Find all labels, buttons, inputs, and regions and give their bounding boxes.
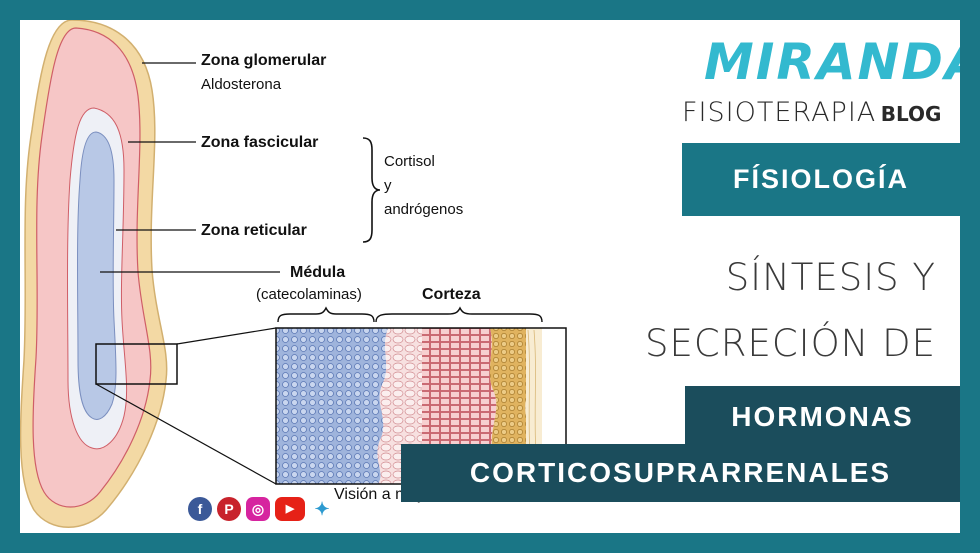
label-zona-glomerular: Zona glomerular — [201, 52, 327, 69]
instagram-icon[interactable]: ◎ — [246, 497, 270, 521]
brand-logo: MIRANDA — [704, 33, 960, 91]
label-catecolaminas: (catecolaminas) — [256, 286, 362, 303]
title-line-1: SÍNTESIS Y — [725, 256, 936, 299]
medulla-layer — [77, 131, 117, 420]
cortisol-brace — [362, 137, 381, 243]
zoom-source-box — [95, 343, 178, 385]
content-canvas: Zona glomerular Aldosterona Zona fascicu… — [20, 20, 960, 533]
label-androgenos: andrógenos — [384, 201, 464, 218]
label-zona-fascicular: Zona fascicular — [201, 134, 319, 151]
corteza-brace — [375, 306, 543, 323]
label-medula: Médula — [290, 264, 346, 281]
label-corteza: Corteza — [422, 286, 481, 303]
medula-brace — [277, 306, 375, 323]
label-cortisol: Cortisol — [384, 153, 435, 170]
tissue-medulla — [276, 328, 376, 484]
title-highlight-1: HORMONAS — [685, 386, 960, 448]
label-zona-reticular: Zona reticular — [201, 222, 307, 239]
title-line-2: SECRECIÓN DE — [645, 322, 936, 365]
youtube-icon[interactable]: ▶ — [275, 497, 305, 521]
title-highlight-2: CORTICOSUPRARRENALES — [401, 444, 960, 502]
adrenal-diagram — [20, 20, 567, 528]
brand-subtitle-bold: BLOG — [880, 102, 942, 126]
brand-subtitle: FISIOTERAPIA BLOG — [682, 96, 957, 130]
brand-subtitle-light: FISIOTERAPIA — [682, 97, 877, 128]
label-aldosterona: Aldosterona — [201, 76, 282, 93]
pinterest-icon[interactable]: P — [217, 497, 241, 521]
label-y: y — [384, 177, 392, 194]
category-badge: FÍSIOLOGÍA — [682, 143, 960, 216]
facebook-icon[interactable]: f — [188, 497, 212, 521]
social-links: f P ◎ ▶ ✦ — [188, 496, 334, 522]
network-icon[interactable]: ✦ — [310, 497, 334, 521]
tissue-boundary-1 — [376, 328, 388, 484]
